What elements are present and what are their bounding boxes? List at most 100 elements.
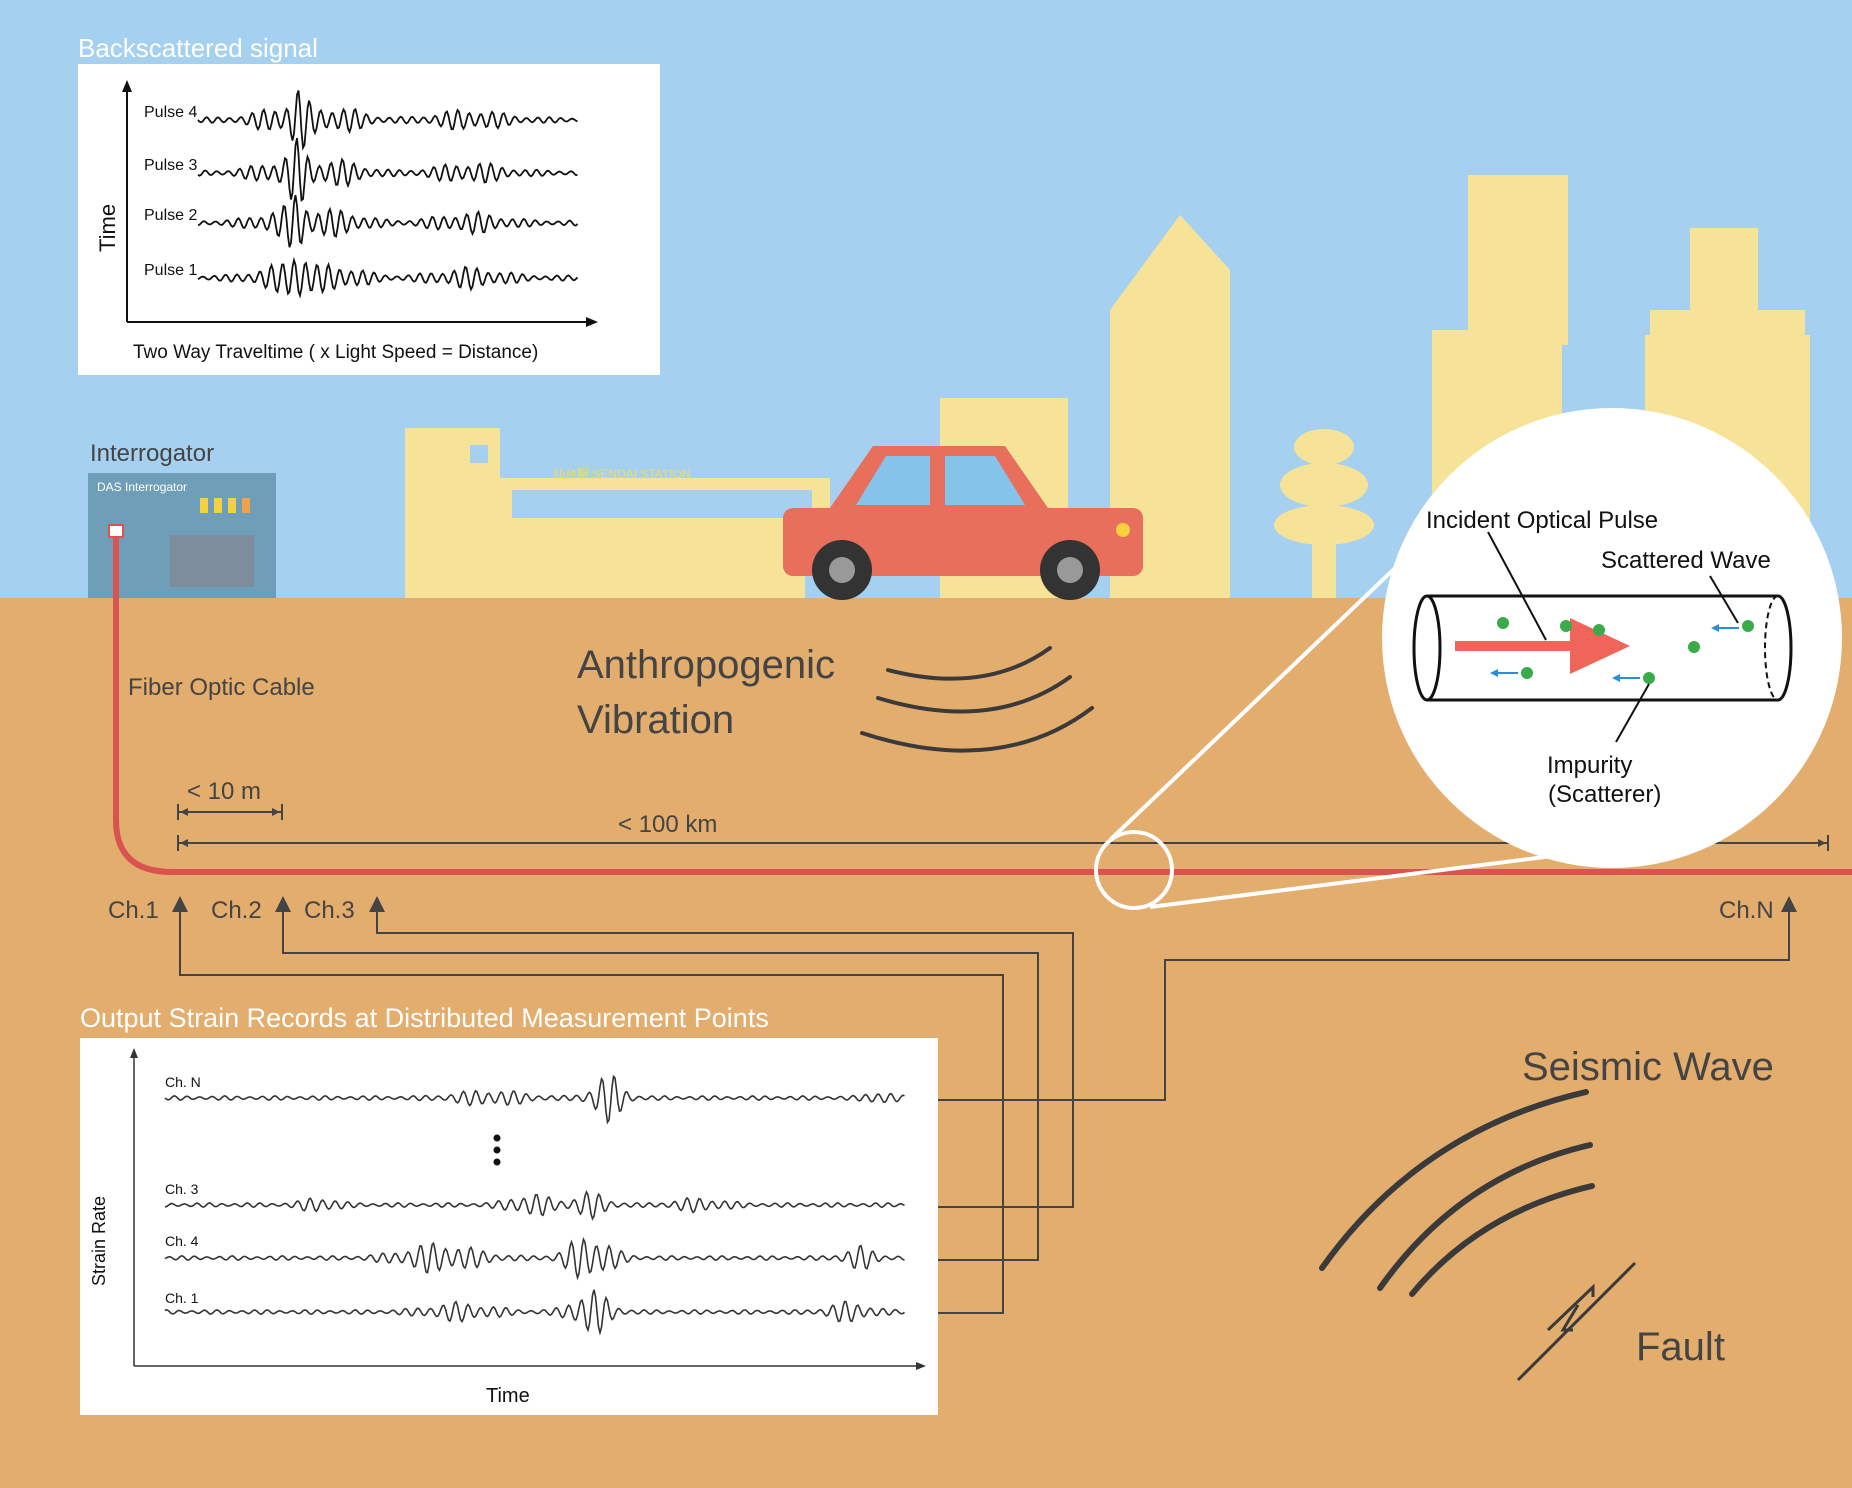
seismic-wave-arcs: [1319, 1089, 1595, 1297]
impurity-label-2: (Scatterer): [1548, 781, 1661, 808]
tower-right-crown: [1650, 310, 1805, 340]
fault-symbol: [1516, 1261, 1637, 1382]
impurity-dot: [1643, 672, 1655, 684]
anthropogenic-wave-arcs: [860, 646, 1094, 753]
tree-crown-mid: [1280, 463, 1368, 507]
incident-pulse-shaft: [1455, 641, 1575, 651]
pulse-waveform: [197, 194, 579, 248]
backscatter-panel-title: Backscattered signal: [78, 33, 318, 63]
fiber-segment-right-end: [1777, 594, 1793, 702]
fiber-segment-left-end: [1412, 594, 1442, 702]
pulse-waveform: [197, 256, 579, 299]
impurity-dot: [1593, 624, 1605, 636]
interrogator-label: Interrogator: [90, 440, 214, 467]
strain-y-arrow: [130, 1048, 138, 1058]
scattered-wave-label: Scattered Wave: [1601, 547, 1771, 574]
fiber-cable-label: Fiber Optic Cable: [128, 674, 315, 701]
car-hub-front: [829, 557, 855, 583]
pulse-label-3: Pulse 3: [144, 157, 197, 174]
scattered-wave-leader: [1709, 575, 1739, 624]
backscatter-y-arrow: [122, 80, 132, 92]
incident-pulse-leader: [1487, 531, 1547, 641]
strain-waveform: [164, 1074, 905, 1125]
channel-label-3: Ch.3: [304, 897, 355, 924]
channel-label-1: Ch.1: [108, 897, 159, 924]
car-hub-rear: [1057, 557, 1083, 583]
channel-arrowheads: [172, 896, 1797, 912]
arrowhead-ch2: [275, 896, 291, 912]
arrowhead-ch1: [172, 896, 188, 912]
strain-x-label: Time: [486, 1385, 530, 1407]
pulse-label-1: Pulse 1: [144, 262, 197, 279]
tree-crown-top: [1294, 429, 1354, 465]
span-100km-arrow-left: [180, 839, 188, 847]
strain-panel-title: Output Strain Records at Distributed Mea…: [80, 1003, 769, 1033]
station-sign: 仙台駅 SENDAI STATION: [553, 466, 691, 481]
station-window: [470, 445, 488, 463]
span-100km-arrow-right: [1818, 839, 1826, 847]
vibration-arc-1: [886, 646, 1052, 681]
zoom-source-circle: [1094, 830, 1174, 910]
arrowhead-chn: [1781, 896, 1797, 912]
fiber-connector: [108, 524, 124, 538]
impurity-dot: [1688, 641, 1700, 653]
scatter-arrows: [1490, 624, 1739, 682]
pulse-label-2: Pulse 2: [144, 207, 197, 224]
channel-label-2: Ch.2: [211, 897, 262, 924]
zoom-line-lower: [1149, 848, 1601, 909]
impurity-dot: [1560, 620, 1572, 632]
scatter-arrowhead: [1711, 624, 1719, 632]
strain-axes: [130, 1048, 926, 1370]
impurity-dot: [1742, 620, 1754, 632]
car-window-front: [856, 456, 930, 505]
backscatter-panel: [78, 64, 660, 375]
span-10m-arrow-right: [272, 808, 280, 816]
strain-trace-label-3: Ch. 3: [165, 1181, 199, 1197]
seismic-arc-2: [1377, 1142, 1593, 1291]
vibration-arc-3: [860, 706, 1094, 753]
car-window-rear: [945, 456, 1025, 505]
strain-waveform: [164, 1236, 905, 1281]
strain-waveform: [164, 1189, 905, 1221]
strain-y-label: Strain Rate: [89, 1196, 109, 1286]
impurity-dot: [1497, 617, 1509, 629]
route-ch3: [376, 908, 1074, 1208]
fiber-optic-cable: [113, 530, 1852, 875]
ellipsis-dot: [493, 1146, 501, 1154]
anthropogenic-label-2: Vibration: [577, 698, 734, 742]
pulse-waveform: [197, 137, 578, 202]
led-4: [242, 498, 250, 513]
station-window-band: [512, 490, 812, 518]
span-10m-arrow-left: [180, 808, 188, 816]
seismic-arc-3: [1409, 1183, 1595, 1297]
strain-x-arrow: [916, 1362, 926, 1370]
backscatter-y-label: Time: [95, 204, 120, 252]
backscatter-x-label: Two Way Traveltime ( x Light Speed = Dis…: [133, 342, 538, 363]
ellipsis-dot: [493, 1158, 501, 1166]
span-10m: [177, 804, 283, 820]
incident-pulse-label: Incident Optical Pulse: [1426, 507, 1658, 534]
tree-trunk: [1312, 520, 1336, 598]
pulse-label-4: Pulse 4: [144, 104, 197, 121]
led-3: [228, 498, 236, 513]
vibration-arc-2: [876, 675, 1072, 714]
interrogator-screen: [170, 535, 254, 587]
zoom-line-upper: [1108, 528, 1437, 842]
pulse-waveform: [197, 90, 578, 151]
fiber-segment-right-hidden: [1764, 595, 1779, 701]
route-ch2: [282, 908, 1039, 1261]
car-headlight: [1116, 523, 1130, 537]
channel-label-n: Ch.N: [1719, 897, 1774, 924]
vertical-ellipsis: [493, 1134, 501, 1166]
impurities: [1497, 617, 1754, 684]
strain-waveform: [164, 1289, 905, 1336]
scatter-arrowhead: [1612, 674, 1620, 682]
tower-pointed: [1110, 215, 1230, 598]
strain-traces: [164, 1074, 905, 1336]
span-10m-label: < 10 m: [187, 778, 261, 805]
backscatter-axes: [122, 80, 598, 327]
span-100km-label: < 100 km: [618, 811, 717, 838]
interrogator-device-label: DAS Interrogator: [97, 480, 187, 494]
strain-trace-label-1: Ch. 1: [165, 1290, 199, 1306]
incident-pulse-head: [1570, 618, 1630, 674]
